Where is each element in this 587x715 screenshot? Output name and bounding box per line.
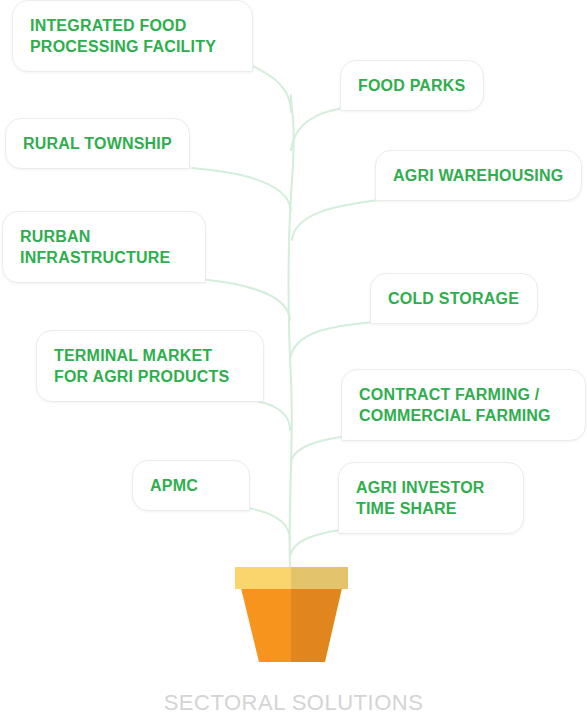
- flower-pot: [235, 567, 348, 662]
- solution-bubble: COLD STORAGE: [370, 273, 538, 324]
- branch-line: [192, 168, 291, 210]
- solution-label: RURBAN INFRASTRUCTURE: [20, 226, 188, 268]
- branch-line: [290, 322, 374, 360]
- branch-line: [290, 530, 340, 556]
- solution-bubble: CONTRACT FARMING / COMMERCIAL FARMING: [341, 369, 586, 441]
- solution-label: INTEGRATED FOOD PROCESSING FACILITY: [30, 15, 235, 57]
- solution-bubble: FOOD PARKS: [340, 60, 484, 111]
- solution-label: TERMINAL MARKET FOR AGRI PRODUCTS: [54, 345, 246, 387]
- pot-rim-right: [291, 567, 348, 589]
- branch-line: [291, 108, 344, 150]
- solution-label: FOOD PARKS: [358, 75, 466, 96]
- solution-label: APMC: [150, 475, 232, 496]
- stem-line: [289, 95, 294, 568]
- solution-bubble: RURBAN INFRASTRUCTURE: [2, 211, 206, 283]
- branch-line: [248, 508, 290, 540]
- solution-bubble: TERMINAL MARKET FOR AGRI PRODUCTS: [36, 330, 264, 402]
- branch-line: [240, 398, 290, 430]
- solution-bubble: AGRI INVESTOR TIME SHARE: [338, 462, 524, 534]
- diagram-caption: SECTORAL SOLUTIONS: [0, 690, 587, 715]
- solution-label: CONTRACT FARMING / COMMERCIAL FARMING: [359, 384, 568, 426]
- pot-body-right: [291, 588, 342, 662]
- pot-body-left: [241, 588, 291, 662]
- solution-label: AGRI INVESTOR TIME SHARE: [356, 477, 506, 519]
- branch-line: [188, 278, 290, 320]
- solution-label: COLD STORAGE: [388, 288, 520, 309]
- solution-bubble: RURAL TOWNSHIP: [5, 118, 190, 169]
- solution-bubble: APMC: [132, 460, 250, 511]
- solution-bubble: AGRI WAREHOUSING: [375, 150, 582, 201]
- branch-line: [292, 200, 379, 240]
- solution-label: RURAL TOWNSHIP: [23, 133, 172, 154]
- pot-rim-left: [235, 567, 291, 589]
- branch-line: [291, 436, 346, 462]
- solution-label: AGRI WAREHOUSING: [393, 165, 564, 186]
- solution-bubble: INTEGRATED FOOD PROCESSING FACILITY: [12, 0, 253, 72]
